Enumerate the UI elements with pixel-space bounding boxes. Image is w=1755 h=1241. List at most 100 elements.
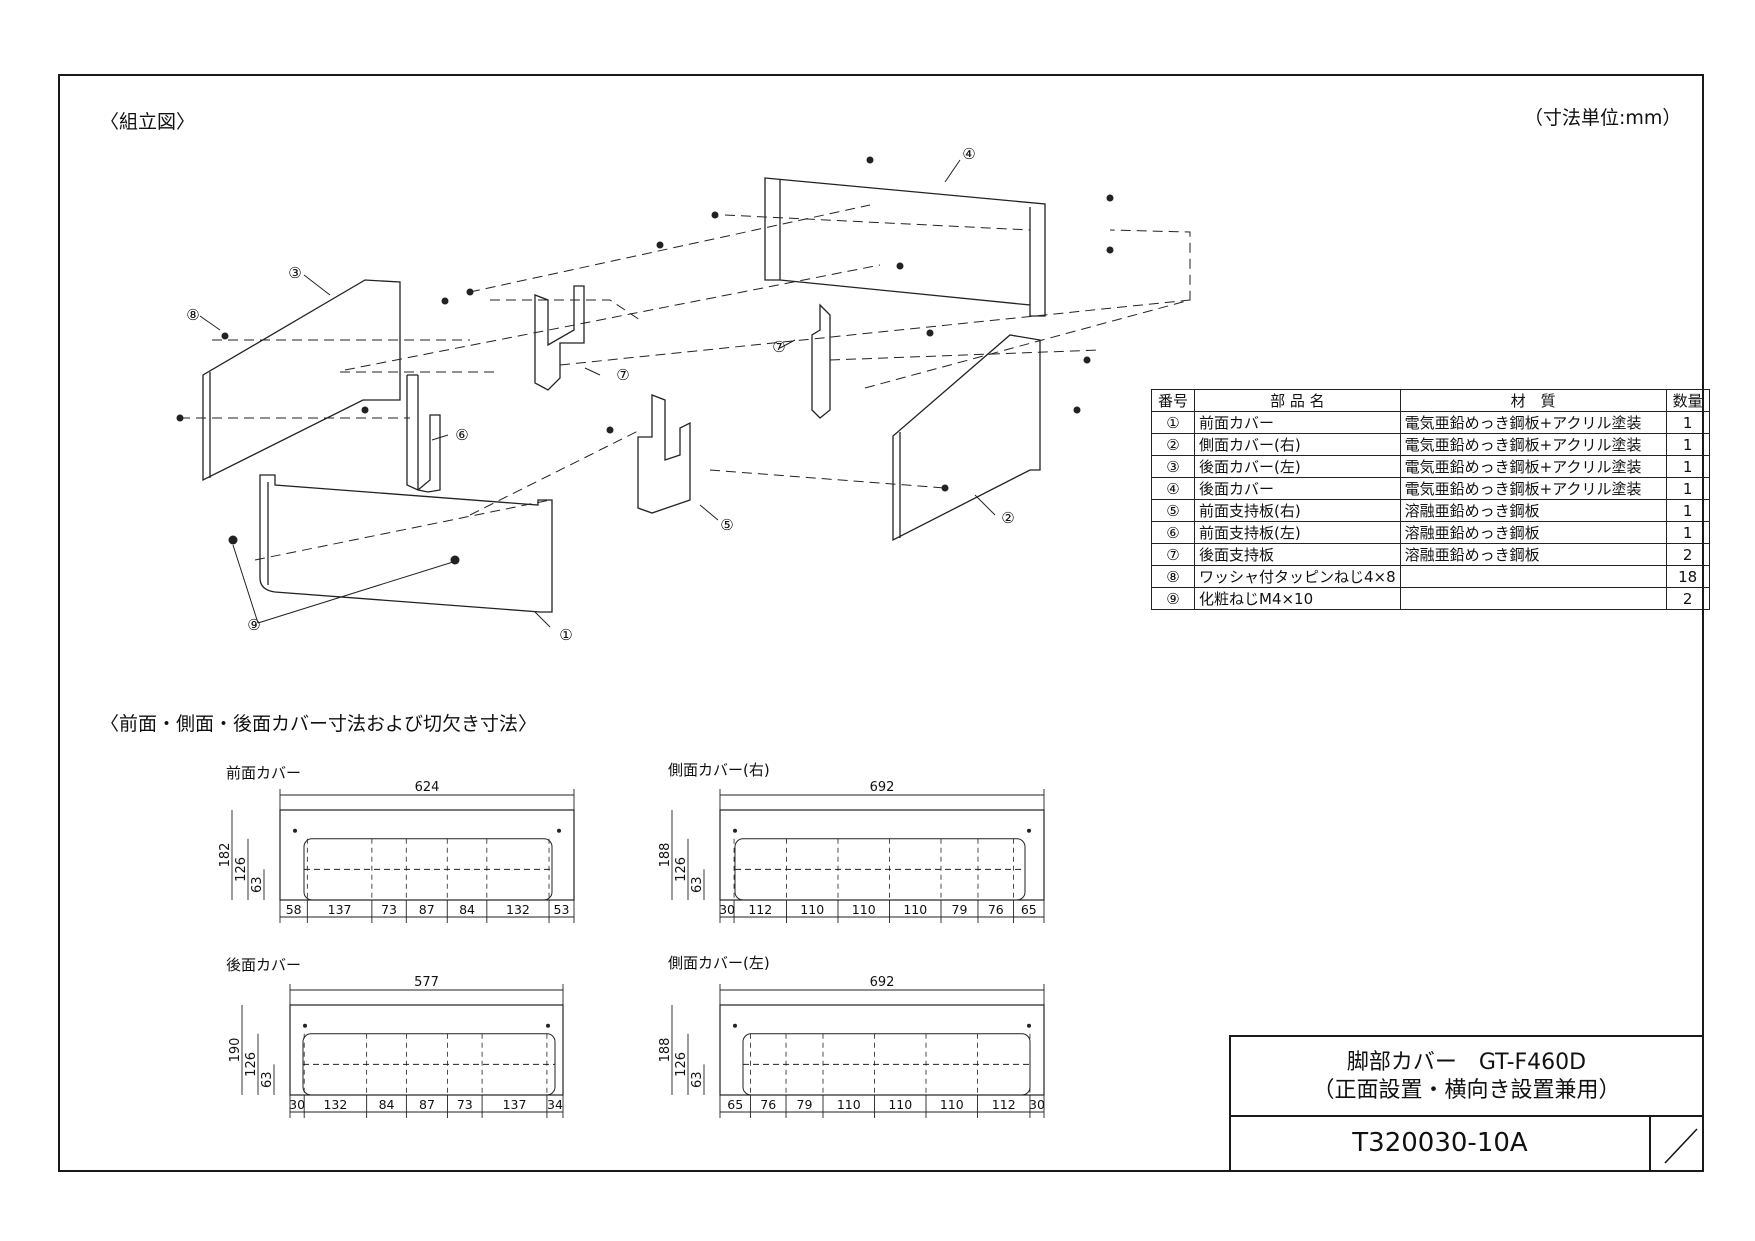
- part-qty: 2: [1665, 543, 1710, 566]
- mount-hole: [1027, 828, 1031, 833]
- segment-dimension: 30: [719, 902, 735, 917]
- overall-dimension: 692: [870, 975, 895, 990]
- part-number: ⑥: [1151, 521, 1195, 544]
- vertical-dimension-inner: 126: [674, 1052, 689, 1077]
- vertical-dimension-height: 188: [658, 843, 673, 868]
- revision-slash-icon: [1664, 1128, 1698, 1164]
- part-number: ⑧: [1151, 565, 1195, 588]
- vertical-dimension-inner: 126: [674, 857, 689, 882]
- callout-4: ④: [962, 145, 975, 163]
- vertical-dimension-inner: 126: [244, 1052, 259, 1077]
- part-qty: 2: [1665, 587, 1710, 610]
- title-line-2: （正面設置・横向き設置兼用）: [1312, 1078, 1621, 1103]
- front-support-bracket-right: [637, 394, 691, 514]
- mount-hole: [303, 1023, 307, 1028]
- segment-dimension: 87: [419, 902, 435, 917]
- vertical-dimension-inner: 126: [234, 857, 249, 882]
- part-number: ⑤: [1151, 499, 1195, 522]
- drawing-number: T320030-10A: [1352, 1128, 1528, 1158]
- callout-7-right: ⑦: [772, 338, 785, 356]
- col-material: 材 質: [1399, 389, 1667, 412]
- vertical-dimension-low: 63: [250, 876, 265, 893]
- vertical-dimension-low: 63: [690, 1071, 705, 1088]
- col-number: 番号: [1151, 389, 1195, 412]
- panel-outline: [719, 1004, 1045, 1096]
- rear-support-bracket-center: [534, 285, 585, 391]
- segment-dimension: 84: [379, 1097, 395, 1112]
- part-material: 電気亜鉛めっき鋼板+アクリル塗装: [1399, 433, 1667, 456]
- part-name: 後面支持板: [1194, 543, 1401, 566]
- segment-dimension: 110: [903, 902, 927, 917]
- part-qty: 1: [1665, 477, 1710, 500]
- rear-support-bracket-right: [811, 303, 831, 419]
- overall-dimension: 624: [415, 780, 440, 795]
- mount-hole: [1027, 1023, 1031, 1028]
- mount-hole: [546, 1023, 550, 1028]
- segment-dimension: 110: [888, 1097, 912, 1112]
- part-qty: 1: [1665, 455, 1710, 478]
- title-block-divider: [1649, 1117, 1651, 1172]
- mount-hole: [557, 828, 561, 833]
- panel-outline: [289, 1004, 564, 1096]
- callout-8: ⑧: [186, 306, 199, 324]
- view-label: 前面カバー: [226, 764, 301, 782]
- part-material: 電気亜鉛めっき鋼板+アクリル塗装: [1399, 411, 1667, 434]
- segment-dimension: 73: [381, 902, 397, 917]
- part-name: 前面支持板(右): [1194, 499, 1401, 522]
- segment-dimension: 65: [1021, 902, 1037, 917]
- drawing-number-row: T320030-10A: [1231, 1115, 1702, 1172]
- part-number: ①: [1151, 411, 1195, 434]
- assembly-heading: 〈組立図〉: [100, 111, 196, 133]
- segment-dimension: 53: [554, 902, 570, 917]
- part-name: 前面カバー: [1194, 411, 1401, 434]
- part-number: ⑦: [1151, 543, 1195, 566]
- part-material: 溶融亜鉛めっき鋼板: [1399, 499, 1667, 522]
- segment-dimension: 65: [727, 1097, 743, 1112]
- part-name: 前面支持板(左): [1194, 521, 1401, 544]
- title-line-1: 脚部カバー GT-F460D: [1346, 1050, 1587, 1075]
- segment-dimension: 76: [760, 1097, 776, 1112]
- mount-hole: [293, 828, 297, 833]
- view-label: 側面カバー(左): [668, 954, 770, 972]
- panel-outline: [279, 809, 575, 901]
- overall-dimension: 692: [870, 780, 895, 795]
- assembly-guide-lines: [180, 204, 1191, 561]
- segment-dimension: 110: [837, 1097, 861, 1112]
- segment-dimension: 76: [988, 902, 1004, 917]
- title-block: 脚部カバー GT-F460D （正面設置・横向き設置兼用） T320030-10…: [1229, 1035, 1702, 1172]
- callout-9: ⑨: [247, 616, 260, 634]
- part-material: 電気亜鉛めっき鋼板+アクリル塗装: [1399, 477, 1667, 500]
- part-number: ④: [1151, 477, 1195, 500]
- part-material: [1399, 565, 1667, 588]
- callout-7-center: ⑦: [616, 366, 629, 384]
- part-number: ⑨: [1151, 587, 1195, 610]
- vertical-dimension-height: 182: [218, 843, 233, 868]
- unit-note: （寸法単位:mm）: [1524, 107, 1682, 129]
- segment-dimension: 110: [940, 1097, 964, 1112]
- title-text: 脚部カバー GT-F460D （正面設置・横向き設置兼用）: [1231, 1037, 1702, 1115]
- segment-dimension: 137: [328, 902, 352, 917]
- mount-hole: [733, 1023, 737, 1028]
- callout-3: ③: [288, 264, 301, 282]
- part-qty: 1: [1665, 499, 1710, 522]
- panel-outline: [719, 809, 1045, 901]
- callout-1: ①: [559, 626, 572, 644]
- callout-2: ②: [1001, 509, 1014, 527]
- segment-dimension: 30: [1029, 1097, 1045, 1112]
- front-support-bracket-left: [406, 374, 441, 493]
- segment-dimension: 112: [992, 1097, 1016, 1112]
- mount-hole: [733, 828, 737, 833]
- callout-leaders: [199, 159, 996, 628]
- segment-dimension: 132: [506, 902, 530, 917]
- vertical-dimension-height: 188: [658, 1038, 673, 1063]
- segment-dimension: 112: [748, 902, 772, 917]
- part-name: 化粧ねじM4×10: [1194, 587, 1401, 610]
- vertical-dimension-low: 63: [260, 1071, 275, 1088]
